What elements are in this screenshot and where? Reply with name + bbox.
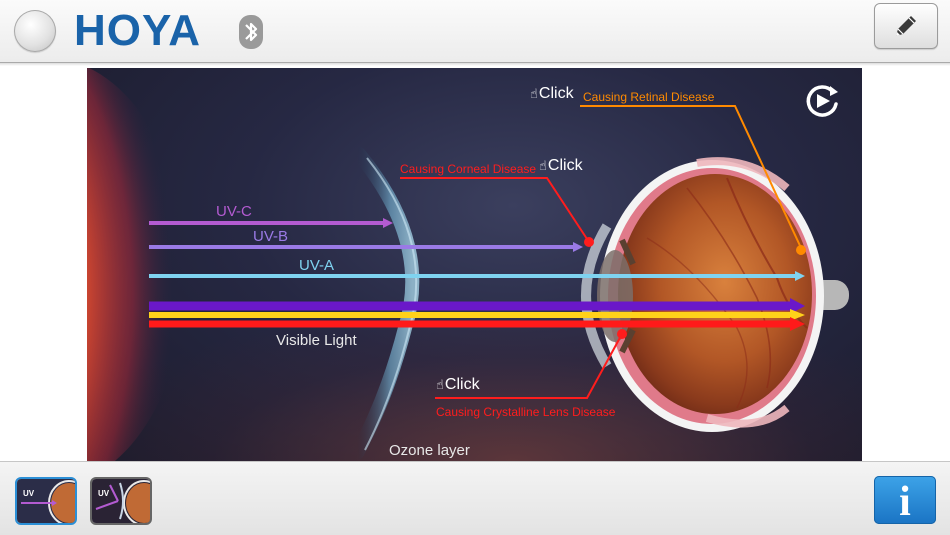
hand-pointer-icon: ☝ <box>539 158 547 173</box>
crystalline-lens <box>597 250 633 342</box>
corneal-click-hotspot[interactable]: ☝Click <box>539 157 583 174</box>
lens-click-hotspot[interactable]: ☝Click <box>436 376 480 393</box>
replay-icon[interactable] <box>803 82 841 120</box>
corneal-disease-label: Causing Corneal Disease <box>400 162 537 176</box>
info-button[interactable]: i <box>874 476 936 525</box>
info-icon: i <box>899 479 911 525</box>
ozone-layer-label: Ozone layer <box>389 442 470 459</box>
uva-label: UV-A <box>299 257 335 274</box>
round-menu-button[interactable] <box>14 10 56 52</box>
uva-beam <box>149 271 805 281</box>
uvb-beam <box>149 242 583 252</box>
uv-eye-scene <box>87 68 849 461</box>
thumbnail-image <box>17 479 75 523</box>
hand-pointer-icon: ☝ <box>436 377 444 392</box>
header-shadow <box>0 62 950 66</box>
uvc-beam <box>149 218 393 228</box>
thumbnail-label: UV <box>23 489 35 498</box>
uvb-label: UV-B <box>253 228 289 245</box>
header-bar: HOYA <box>0 0 950 63</box>
thumbnail-uv-reflection[interactable]: UV <box>90 477 152 525</box>
retinal-leader <box>580 105 806 255</box>
retinal-click-hotspot[interactable]: ☝Click <box>530 85 574 102</box>
retinal-disease-label: Causing Retinal Disease <box>583 90 715 104</box>
footer-bar: UV UV i <box>0 461 950 535</box>
eye-interior <box>618 174 812 414</box>
hand-pointer-icon: ☝ <box>530 86 538 101</box>
uv-diagram-stage: UV-C UV-B UV-A Visible Light Ozone layer… <box>87 68 862 461</box>
bluetooth-icon <box>239 15 263 49</box>
visible-light-beam <box>149 298 805 331</box>
sun <box>87 68 187 461</box>
uvc-label: UV-C <box>216 203 252 220</box>
lens-leader <box>435 329 627 399</box>
visible-light-label: Visible Light <box>276 332 357 349</box>
hoya-logo: HOYA <box>74 6 202 55</box>
eye-cornea <box>581 223 612 369</box>
thumbnail-uv-rays[interactable]: UV <box>15 477 77 525</box>
lens-disease-label: Causing Crystalline Lens Disease <box>436 405 616 419</box>
corneal-leader <box>400 177 594 247</box>
edit-button[interactable] <box>874 3 938 49</box>
thumbnail-label: UV <box>98 489 110 498</box>
thumbnail-image <box>92 479 150 523</box>
pencil-icon <box>896 16 916 36</box>
